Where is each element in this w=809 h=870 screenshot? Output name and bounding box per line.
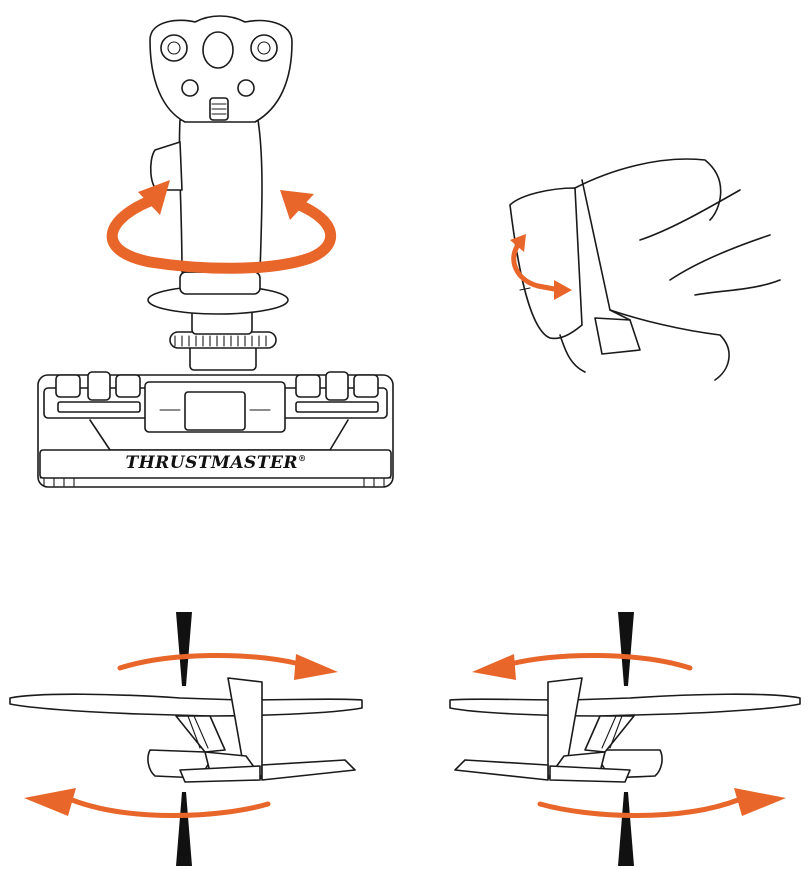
yaw-axis-marker [618,612,634,866]
twist-arrow [106,180,337,274]
brand-logo: THRUSTMASTER® [125,453,306,473]
joystick-grip [149,15,293,273]
joystick-illustration: THRUSTMASTER® [30,10,410,490]
yaw-arrows [472,652,786,818]
plane-outline [449,677,801,783]
hand-twist-illustration [490,150,790,400]
plane-right-svg [449,612,801,866]
plane-left-svg [9,612,363,866]
hand-outline [509,158,781,381]
joystick-base [37,371,394,488]
joystick-column [147,271,289,371]
hand-twist-svg [509,158,781,381]
yaw-arrows [24,652,338,818]
plane-yaw-right-illustration [440,600,809,870]
plane-yaw-left-illustration [0,600,380,870]
joystick-svg: THRUSTMASTER® [37,15,394,488]
twist-arrow-small [510,234,572,300]
yaw-axis-marker [176,612,192,866]
plane-outline [9,677,363,783]
